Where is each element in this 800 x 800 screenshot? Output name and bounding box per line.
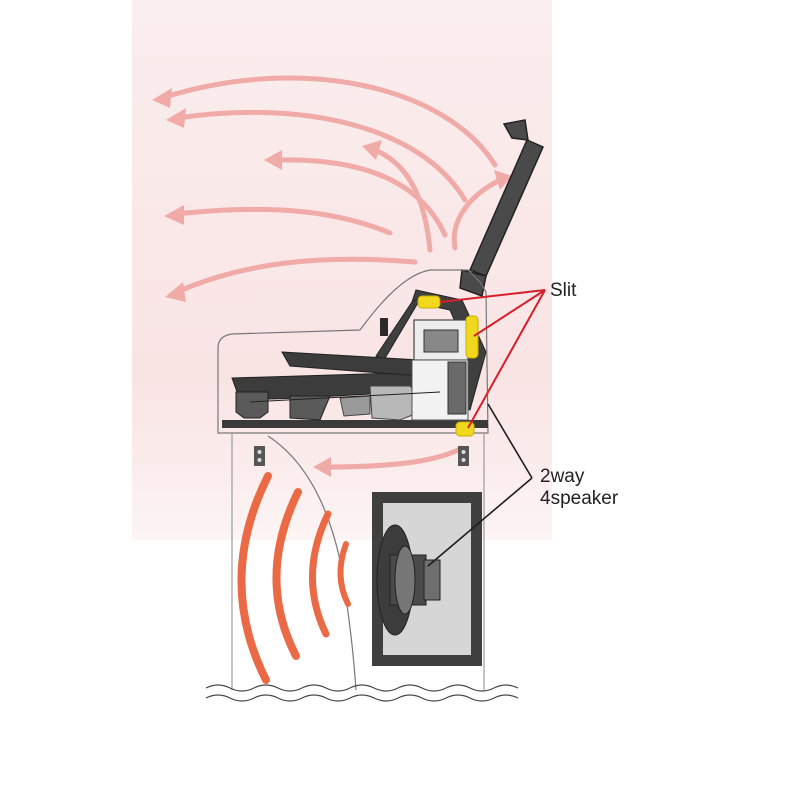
speaker-pointers [427,403,533,567]
bracket-right [458,446,469,466]
floor-cut-lines [205,684,519,702]
airflow-arrow [451,177,503,251]
sound-wave [309,510,332,638]
sound-waves [237,472,351,684]
airflow-arrow [274,157,448,238]
bracket-left [254,446,265,466]
piano-cabinet [231,434,485,691]
slit-marker-top [417,295,441,309]
piano-lid [459,119,544,298]
slit-label: Slit [550,280,577,301]
speaker-label-line1: 2way [540,466,585,487]
sound-wave [272,488,302,660]
airflow-arrow [372,147,433,253]
sound-wave [237,472,272,684]
airflow-arrow [174,256,418,295]
speaker-label-line2: 4speaker [540,488,619,509]
airflow-arrow [174,206,393,236]
speaker-box [372,492,482,666]
slit-marker-side [465,315,479,359]
slit-pointers [439,289,546,429]
piano-action-mechanism [222,319,488,428]
piano-case-outline [217,269,489,434]
airflow-arrows [162,75,503,470]
airflow-arrow [324,445,465,470]
airflow-arrow [162,75,498,168]
airflow-arrowheads [152,88,512,477]
airflow-arrow [175,109,468,203]
sound-wave [337,541,351,607]
